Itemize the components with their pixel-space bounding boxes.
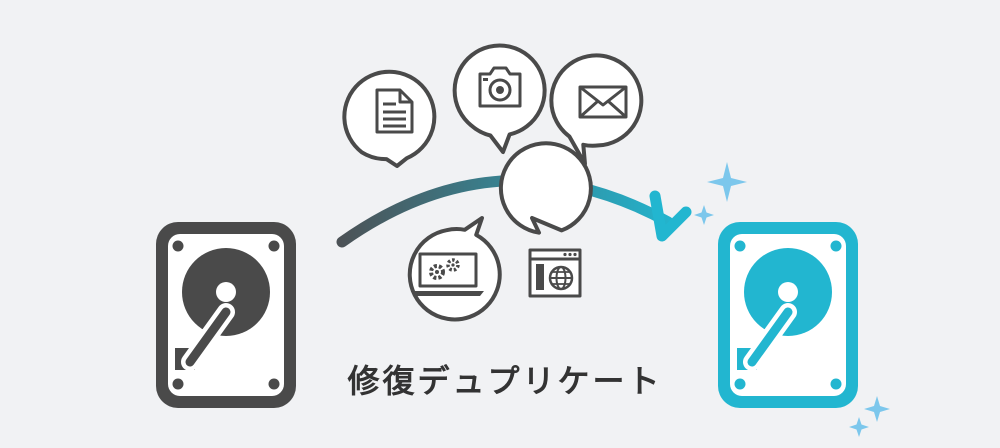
laptop-bubble <box>407 216 502 322</box>
document-icon <box>375 88 414 134</box>
document-bubble <box>342 69 437 168</box>
laptop-settings-icon <box>412 252 484 296</box>
diagram-caption: 修復デュプリケート <box>347 362 663 400</box>
mail-icon <box>578 85 628 119</box>
target-hard-drive-icon <box>718 222 858 408</box>
mail-bubble <box>549 53 644 166</box>
camera-bubble <box>452 43 547 154</box>
sparkle-icon <box>694 162 890 437</box>
source-hard-drive-icon <box>156 222 296 408</box>
browser-globe-icon <box>528 248 582 298</box>
camera-icon <box>478 66 522 108</box>
browser-bubble <box>498 141 593 298</box>
